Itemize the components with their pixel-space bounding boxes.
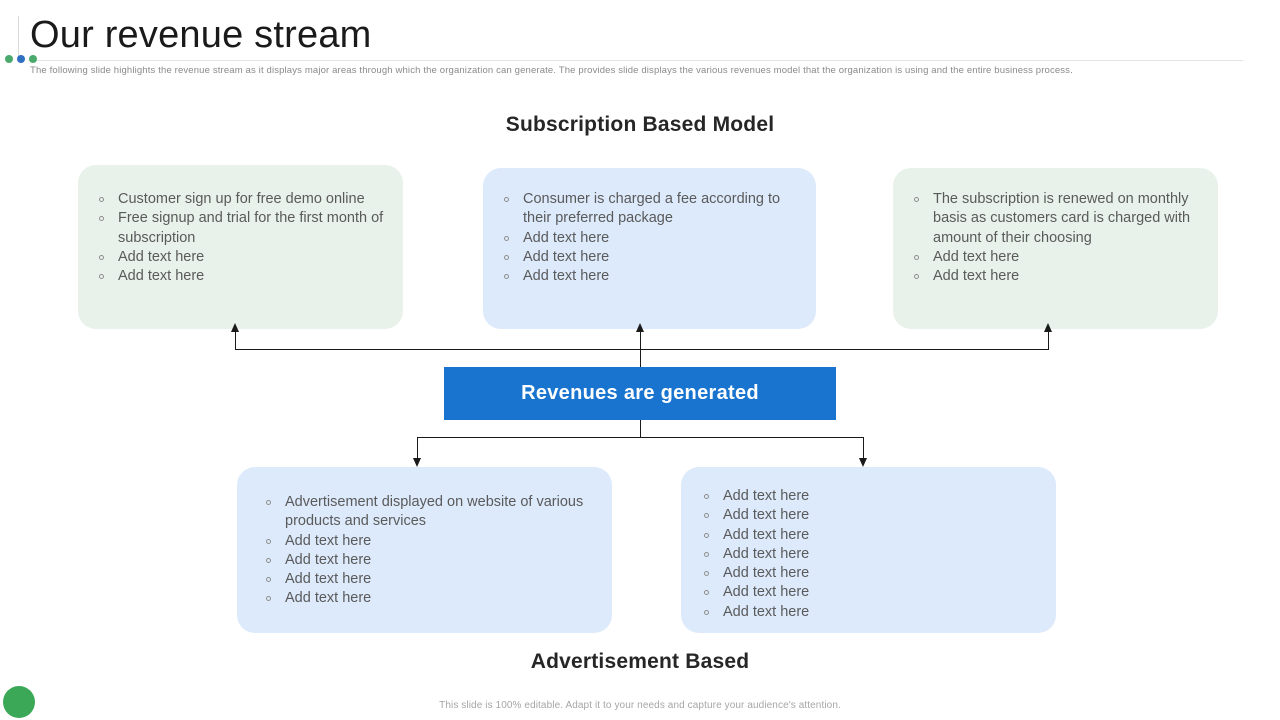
list-item: The subscription is renewed on monthly b… — [911, 190, 1202, 248]
list-item: Consumer is charged a fee according to t… — [501, 190, 800, 229]
connector-drop-middle — [640, 420, 641, 438]
dot-blue-icon — [17, 55, 25, 63]
list-item: Advertisement displayed on website of va… — [263, 493, 596, 532]
list-item: Add text here — [701, 603, 1040, 622]
list-item: Add text here — [701, 487, 1040, 506]
list-item: Free signup and trial for the first mont… — [96, 209, 387, 248]
arrow-up-middle-icon — [635, 323, 644, 332]
connector-top-bus — [235, 349, 1049, 350]
header-accent-bar — [18, 16, 19, 60]
list-item: Add text here — [701, 583, 1040, 602]
bullet-list: Consumer is charged a fee according to t… — [483, 168, 816, 286]
page-subtitle: The following slide highlights the reven… — [30, 65, 1073, 76]
card-subscription-renewal[interactable]: The subscription is renewed on monthly b… — [893, 168, 1218, 329]
connector-drop-left — [417, 437, 418, 459]
list-item: Add text here — [501, 267, 800, 286]
list-item: Add text here — [701, 526, 1040, 545]
list-item: Add text here — [96, 267, 387, 286]
list-item: Add text here — [911, 248, 1202, 267]
header-dot-group — [5, 55, 37, 63]
arrow-up-left-icon — [230, 323, 239, 332]
list-item: Customer sign up for free demo online — [96, 190, 387, 209]
arrow-up-right-icon — [1043, 323, 1052, 332]
bullet-list: The subscription is renewed on monthly b… — [893, 168, 1218, 286]
footer-decoration-circle — [3, 686, 35, 718]
connector-riser-middle-up — [640, 330, 641, 367]
section-heading-advertisement: Advertisement Based — [530, 650, 750, 673]
bullet-list: Add text here Add text here Add text her… — [681, 467, 1056, 622]
card-subscription-signup[interactable]: Customer sign up for free demo online Fr… — [78, 165, 403, 329]
bullet-list: Advertisement displayed on website of va… — [237, 467, 612, 609]
list-item: Add text here — [701, 506, 1040, 525]
footer-note: This slide is 100% editable. Adapt it to… — [439, 700, 841, 711]
arrow-down-right-icon — [858, 458, 867, 467]
bullet-list: Customer sign up for free demo online Fr… — [78, 165, 403, 286]
list-item: Add text here — [96, 248, 387, 267]
connector-riser-right — [1048, 330, 1049, 349]
list-item: Add text here — [701, 564, 1040, 583]
page-title: Our revenue stream — [30, 14, 372, 56]
list-item: Add text here — [263, 570, 596, 589]
section-heading-subscription: Subscription Based Model — [505, 113, 775, 136]
arrow-down-left-icon — [412, 458, 421, 467]
center-revenues-box[interactable]: Revenues are generated — [444, 367, 836, 420]
dot-green-2-icon — [29, 55, 37, 63]
list-item: Add text here — [501, 248, 800, 267]
list-item: Add text here — [263, 589, 596, 608]
list-item: Add text here — [263, 551, 596, 570]
card-advertisement-website[interactable]: Advertisement displayed on website of va… — [237, 467, 612, 633]
dot-green-1-icon — [5, 55, 13, 63]
list-item: Add text here — [701, 545, 1040, 564]
list-item: Add text here — [911, 267, 1202, 286]
card-subscription-fee[interactable]: Consumer is charged a fee according to t… — [483, 168, 816, 329]
connector-bottom-bus — [417, 437, 864, 438]
header-divider — [28, 60, 1243, 61]
connector-drop-right — [863, 437, 864, 459]
list-item: Add text here — [501, 229, 800, 248]
list-item: Add text here — [263, 532, 596, 551]
center-box-label: Revenues are generated — [521, 382, 759, 404]
connector-riser-left — [235, 330, 236, 349]
card-advertisement-placeholder[interactable]: Add text here Add text here Add text her… — [681, 467, 1056, 633]
